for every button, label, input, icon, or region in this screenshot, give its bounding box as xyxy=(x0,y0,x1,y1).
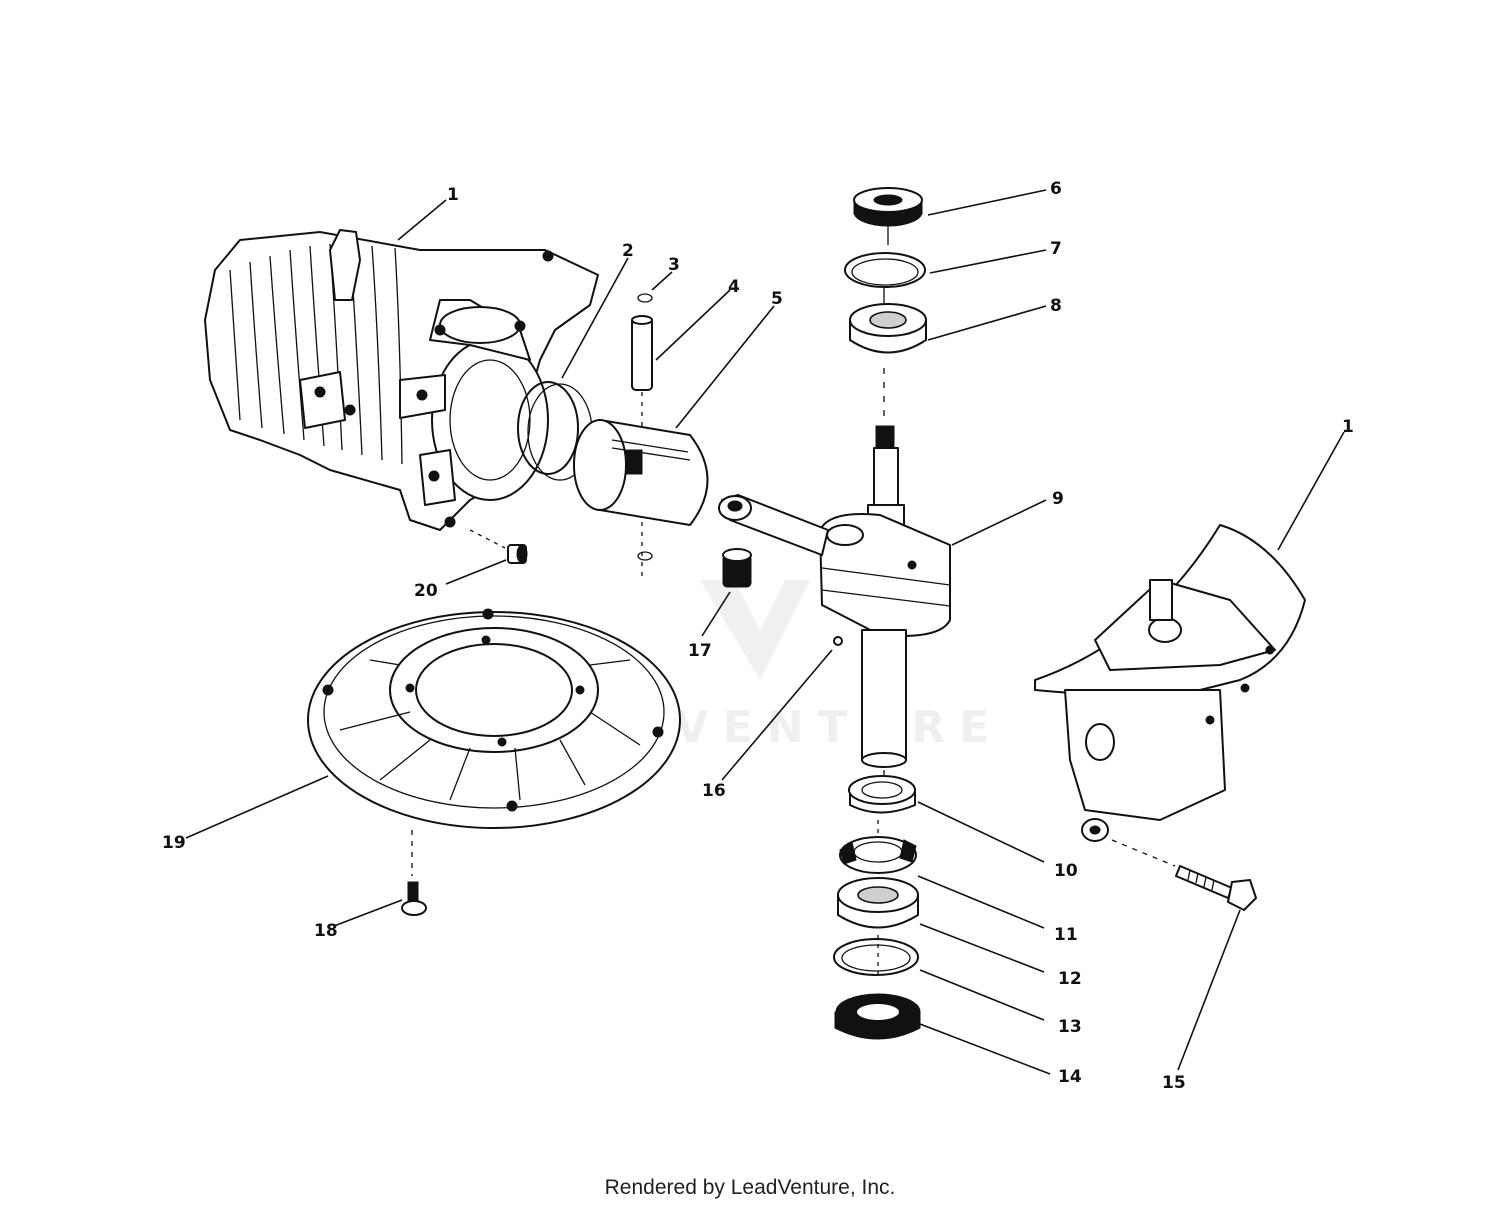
callout-1: 1 xyxy=(447,185,459,205)
callout-11: 11 xyxy=(1054,925,1078,945)
callout-18: 18 xyxy=(314,921,338,941)
lower-retaining-ring xyxy=(833,938,919,976)
callout-7: 7 xyxy=(1050,239,1062,259)
lower-oil-seal xyxy=(834,820,921,1040)
upper-oil-seal xyxy=(853,187,923,227)
mounting-plate xyxy=(307,608,681,876)
callout-6: 6 xyxy=(1050,179,1062,199)
upper-retaining-ring xyxy=(844,252,926,288)
needle-bearing xyxy=(722,548,752,588)
callout-16: 16 xyxy=(702,781,726,801)
callout-12: 12 xyxy=(1058,969,1082,989)
callout-15: 15 xyxy=(1162,1073,1186,1093)
callout-13: 13 xyxy=(1058,1017,1082,1037)
callout-19: 19 xyxy=(162,833,186,853)
crankshaft xyxy=(819,425,951,790)
callout-20: 20 xyxy=(414,581,438,601)
callout-4: 4 xyxy=(728,277,740,297)
plate-screw xyxy=(401,881,427,916)
callout-14: 14 xyxy=(1058,1067,1082,1087)
callout-3: 3 xyxy=(668,255,680,275)
piston xyxy=(573,419,709,526)
lower-seal-carrier xyxy=(848,775,916,814)
piston-pin-clip xyxy=(637,293,653,561)
bushing xyxy=(469,529,528,564)
crankcase-cover xyxy=(1034,524,1306,842)
upper-main-bearing xyxy=(849,225,927,420)
render-credit: Rendered by LeadVenture, Inc. xyxy=(604,1176,896,1199)
cylinder-crankcase xyxy=(204,229,599,531)
callout-8: 8 xyxy=(1050,296,1062,316)
callout-2: 2 xyxy=(622,241,634,261)
bearing-retainer xyxy=(839,836,917,874)
lower-main-bearing xyxy=(837,877,919,929)
callout-5: 5 xyxy=(771,289,783,309)
cover-bolt xyxy=(1111,839,1257,911)
callout-10: 10 xyxy=(1054,861,1078,881)
connecting-rod xyxy=(718,494,829,556)
leader-lines xyxy=(185,189,1345,1075)
callout-9: 9 xyxy=(1052,489,1064,509)
callout-labels: 1 2 3 4 5 6 7 8 9 10 11 12 13 14 15 16 1… xyxy=(162,179,1354,1093)
callout-17: 17 xyxy=(688,641,712,661)
woodruff-key xyxy=(833,636,843,646)
callout-1-right: 1 xyxy=(1342,417,1354,437)
